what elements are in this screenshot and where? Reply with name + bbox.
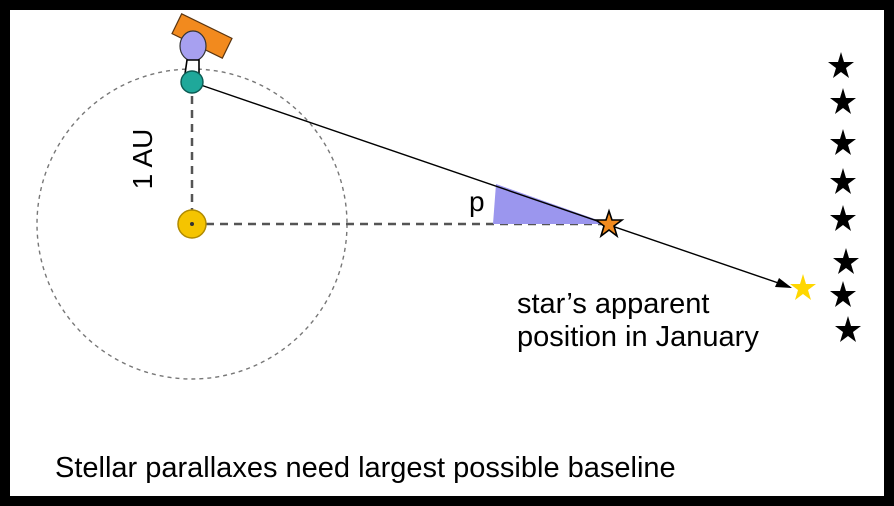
apparent-position-label-line2: position in January xyxy=(517,321,759,353)
sight-line-arrowhead xyxy=(775,278,792,288)
distance-label: 1 AU xyxy=(127,128,158,190)
sight-line xyxy=(191,81,791,288)
near-star-icon xyxy=(593,208,625,239)
background-star-icon xyxy=(828,52,854,78)
parallax-angle-label: p xyxy=(469,186,485,217)
background-star-icon xyxy=(830,168,856,194)
telescope-icon xyxy=(171,13,233,75)
background-star-icon xyxy=(833,248,859,274)
background-star-icon xyxy=(830,129,856,155)
earth-icon xyxy=(180,70,204,94)
sun-icon xyxy=(177,209,207,239)
diagram-panel xyxy=(10,10,884,496)
background-star-icon xyxy=(830,88,856,114)
background-stars xyxy=(828,52,861,342)
caption: Stellar parallaxes need largest possible… xyxy=(55,452,676,484)
background-star-icon xyxy=(830,281,856,307)
background-star-icon xyxy=(835,316,861,342)
apparent-star-icon xyxy=(790,274,816,300)
background-star-icon xyxy=(830,205,856,231)
apparent-position-label-line1: star’s apparent xyxy=(517,288,710,320)
parallax-angle-wedge xyxy=(493,184,609,224)
